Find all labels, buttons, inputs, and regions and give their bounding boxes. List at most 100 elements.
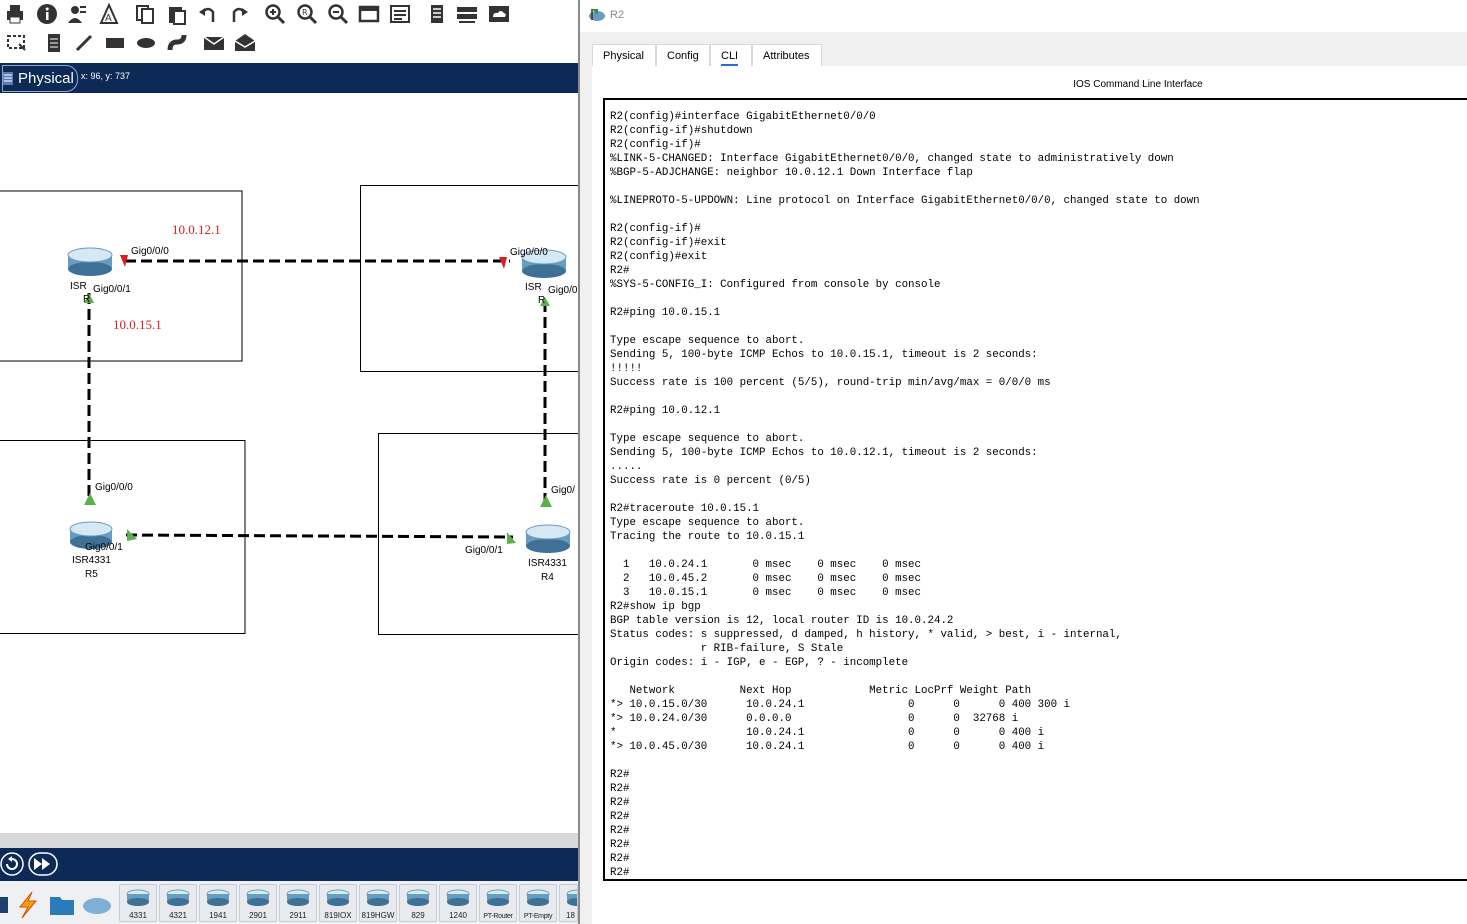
cli-heading: IOS Command Line Interface [1073, 79, 1203, 90]
router-r2[interactable] [521, 249, 567, 278]
window-titlebar[interactable]: R2 [580, 0, 1467, 32]
redo-icon[interactable] [228, 3, 250, 25]
freeform-draw-icon[interactable] [166, 32, 188, 54]
device-model-pt-empty[interactable]: PT-Empty [519, 884, 557, 922]
cli-output: R2(config)#interface GigabitEthernet0/0/… [610, 110, 1200, 879]
device-model-1240[interactable]: 1240 [439, 884, 477, 922]
fast-forward-icon[interactable] [28, 852, 58, 876]
cli-line: R2(config-if)# [610, 139, 701, 151]
cli-line: R2# [610, 839, 630, 851]
misc-category-icon[interactable] [48, 893, 76, 917]
cli-line [610, 488, 1200, 502]
tab-attributes[interactable]: Attributes [752, 44, 822, 66]
router-r4[interactable] [525, 524, 571, 553]
rectangle-draw-icon[interactable] [104, 32, 126, 54]
link-r5-r4[interactable] [125, 533, 514, 539]
cli-line: *> 10.0.15.0/30 10.0.24.1 0 0 0 400 300 … [610, 699, 1071, 711]
document-icon[interactable] [426, 3, 448, 25]
cloud-icon[interactable] [488, 3, 510, 25]
router-r5[interactable] [69, 521, 113, 549]
link-down-indicator [499, 257, 507, 269]
device-model-2911[interactable]: 2911 [279, 884, 317, 922]
cli-terminal[interactable]: R2(config)#interface GigabitEthernet0/0/… [603, 98, 1467, 881]
device-model-pt-router[interactable]: PT-Router [479, 884, 517, 922]
cursor-coordinates: x: 96, y: 737 [81, 71, 131, 81]
cli-line [610, 180, 1200, 194]
cli-line: R2(config-if)# [610, 223, 701, 235]
cli-line: Sending 5, 100-byte ICMP Echos to 10.0.1… [610, 349, 1038, 361]
zoom-in-icon[interactable] [264, 3, 286, 25]
ellipse-draw-icon[interactable] [135, 32, 157, 54]
cli-line: Tracing the route to 10.0.15.1 [610, 531, 805, 543]
device-model-label: 819HGW [361, 911, 395, 920]
device-model-1941[interactable]: 1941 [199, 884, 237, 922]
cli-line: %SYS-5-CONFIG_I: Configured from console… [610, 279, 941, 291]
undo-icon[interactable] [197, 3, 219, 25]
router-icon [126, 889, 150, 906]
cloud-category-icon[interactable] [82, 895, 112, 915]
device-model-label: 4321 [169, 911, 187, 920]
cli-line: 2 10.0.45.2 0 msec 0 msec 0 msec [610, 573, 922, 585]
router-r4-name-label: R4 [541, 572, 554, 583]
print-icon[interactable] [4, 3, 26, 25]
device-model-18[interactable]: 18 [559, 884, 578, 922]
topology-canvas[interactable]: ISR R ISR R ISR4331 R5 ISR4331 R4 Gig0/0… [0, 93, 578, 833]
cli-line: Type escape sequence to abort. [610, 517, 805, 529]
network-devices-category-icon[interactable] [0, 895, 10, 915]
select-icon[interactable] [5, 32, 27, 54]
area-box-r5 [0, 440, 246, 634]
device-model-829[interactable]: 829 [399, 884, 437, 922]
device-model-4331[interactable]: 4331 [119, 884, 157, 922]
info-icon[interactable] [36, 3, 58, 25]
cli-line: Status codes: s suppressed, d damped, h … [610, 629, 1122, 641]
router-r1[interactable] [67, 247, 113, 276]
r1-gig001-label: Gig0/0/1 [93, 284, 131, 295]
router-icon [446, 889, 470, 906]
router-r5-name-label: R5 [85, 569, 98, 580]
r4-gig000-label: Gig0/ [551, 485, 575, 496]
router-window-icon [589, 9, 605, 21]
canvas-horizontal-scrollbar[interactable] [0, 833, 578, 848]
device-model-label: PT-Empty [523, 913, 553, 920]
cli-line: R2# [610, 797, 630, 809]
add-complex-pdu-icon[interactable] [234, 32, 256, 54]
device-model-label: 1941 [209, 911, 227, 920]
paste-icon[interactable] [166, 3, 188, 25]
device-window-r2: R2 Physical Config CLI Attributes IOS Co… [578, 0, 1467, 924]
reset-time-icon[interactable] [0, 852, 24, 876]
copy-icon[interactable] [134, 3, 156, 25]
zoom-out-icon[interactable] [327, 3, 349, 25]
network-info-icon[interactable]: A [98, 3, 120, 25]
note-icon[interactable] [43, 32, 65, 54]
cli-line: Success rate is 0 percent (0/5) [610, 475, 811, 487]
router-r2-type-label: ISR [525, 282, 542, 293]
server-icon[interactable] [456, 3, 478, 25]
tab-physical[interactable]: Physical [592, 44, 656, 66]
tab-config[interactable]: Config [656, 44, 710, 66]
router-r4-type-label: ISR4331 [528, 558, 567, 569]
list-icon [3, 72, 13, 85]
cli-line: 1 10.0.24.1 0 msec 0 msec 0 msec [610, 559, 922, 571]
cli-line: R2# [610, 867, 630, 879]
connections-category-icon[interactable] [14, 891, 42, 919]
device-model-819iox[interactable]: 819IOX [319, 884, 357, 922]
palette-icon[interactable] [358, 3, 380, 25]
zoom-reset-icon[interactable]: R [296, 3, 318, 25]
physical-mode-tab[interactable]: Physical [2, 65, 78, 92]
device-model-4321[interactable]: 4321 [159, 884, 197, 922]
device-type-bar: 4331 4321 1941 2901 2911 819IOX 819HGW 8… [0, 881, 578, 924]
cli-line: !!!!! [610, 363, 643, 375]
cli-line: r RIB-failure, S Stale [610, 643, 844, 655]
cli-line: Success rate is 100 percent (5/5), round… [610, 377, 1051, 389]
mode-label: Physical [18, 70, 74, 87]
add-pdu-icon[interactable] [203, 32, 225, 54]
device-model-2901[interactable]: 2901 [239, 884, 277, 922]
device-model-819hgw[interactable]: 819HGW [359, 884, 397, 922]
cli-line [610, 544, 1200, 558]
tab-cli[interactable]: CLI [710, 44, 752, 66]
router-icon [326, 889, 350, 906]
custom-device-icon[interactable] [389, 3, 411, 25]
cli-line: Origin codes: i - IGP, e - EGP, ? - inco… [610, 657, 909, 669]
line-draw-icon[interactable] [73, 32, 95, 54]
user-profile-icon[interactable] [66, 3, 88, 25]
